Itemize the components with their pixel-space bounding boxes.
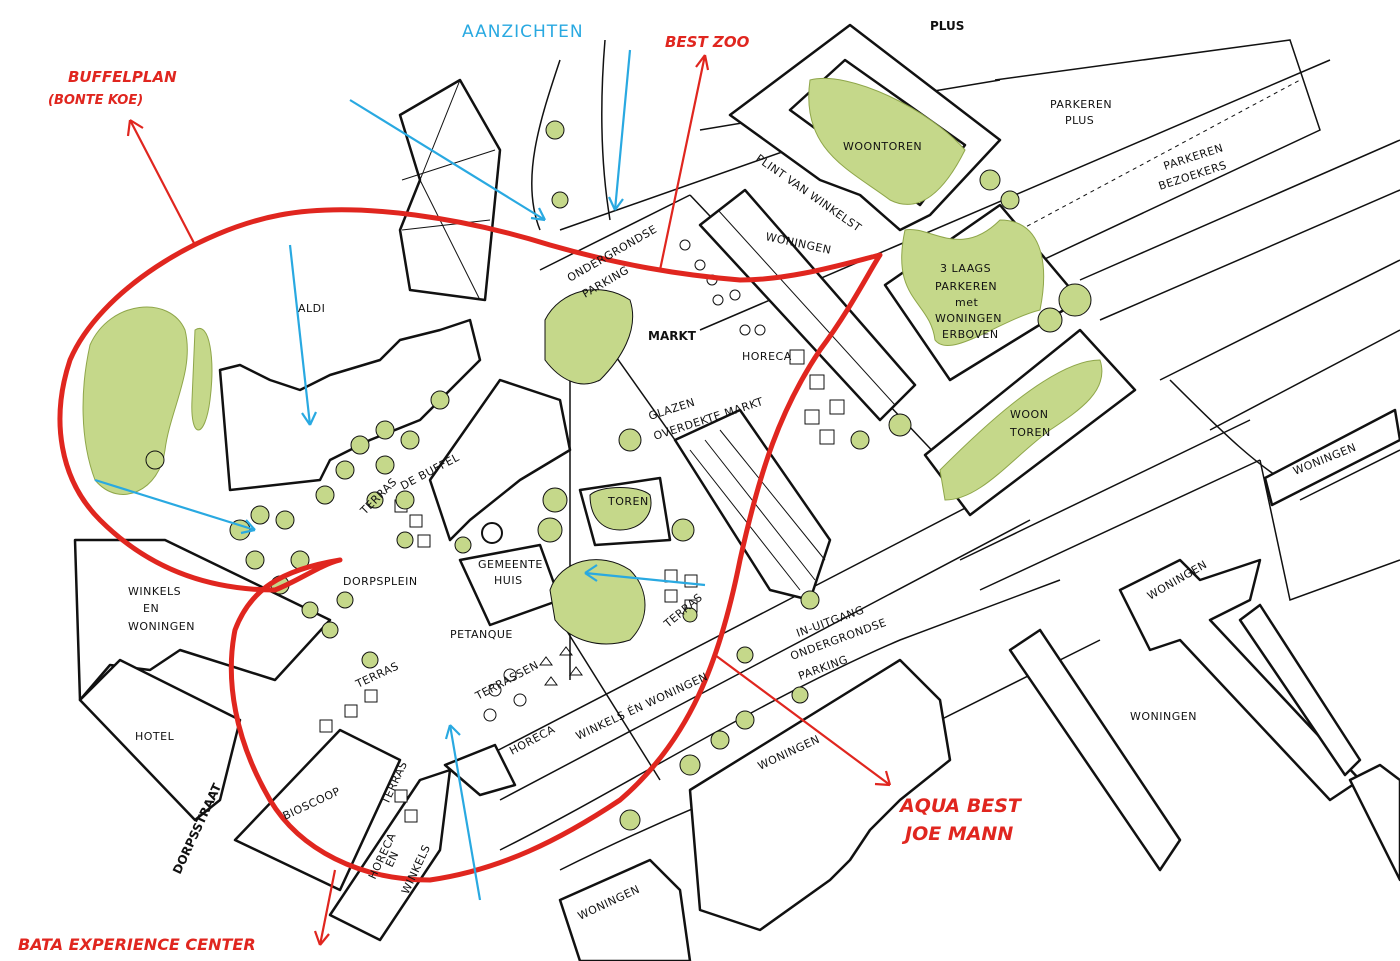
winkels-label-1: WINKELS: [128, 585, 181, 598]
parkeren-plus-label-2: PLUS: [1065, 114, 1094, 127]
woon-toren-label-1: WOON: [1010, 408, 1048, 421]
greenery: [82, 78, 1103, 831]
parkeren3-label-3: met: [955, 296, 978, 309]
parkeren3-label-5: ERBOVEN: [942, 328, 999, 341]
horeca-top-label: HORECA: [742, 350, 792, 363]
joe-mann-label: JOE MANN: [901, 823, 1013, 845]
winkels-label-2: EN: [143, 602, 159, 615]
buffelplan-label: BUFFELPLAN: [68, 68, 177, 86]
winkels-en-woningen-label: WINKELS ÉN WONINGEN: [574, 670, 710, 743]
aldi-label: ALDI: [298, 302, 325, 315]
parkeren3-label-1: 3 LAAGS: [940, 262, 991, 275]
hotel-label: HOTEL: [135, 730, 175, 743]
gemeente-label-1: GEMEENTE: [478, 558, 543, 571]
parkeren3-label-4: WONINGEN: [935, 312, 1002, 325]
woningen-far-label: WONINGEN: [1130, 710, 1197, 723]
toren-label: TOREN: [607, 495, 649, 508]
markt-label: MARKT: [648, 329, 697, 343]
winkels-label-3: WONINGEN: [128, 620, 195, 633]
aanzichten-label: AANZICHTEN: [462, 22, 584, 42]
title-labels: AANZICHTEN PLUS: [462, 19, 964, 42]
woon-toren-label-2: TOREN: [1009, 426, 1051, 439]
petanque-label: PETANQUE: [450, 628, 513, 641]
parkeren-plus-label-1: PARKEREN: [1050, 98, 1112, 111]
aqua-best-label: AQUA BEST: [898, 795, 1023, 817]
horeca-bottom-label: HORECA: [507, 723, 557, 758]
woontoren-label: WOONTOREN: [843, 140, 922, 153]
dorpsplein-label: DORPSPLEIN: [343, 575, 418, 588]
walking-route: [57, 207, 883, 883]
view-arrows: [94, 49, 706, 901]
terras-label-1: TERRAS: [357, 475, 399, 517]
plus-label: PLUS: [930, 19, 964, 33]
terrassen-label: TERRASSEN: [472, 658, 541, 703]
destination-arrows: [126, 54, 892, 946]
gemeente-label-2: HUIS: [494, 574, 523, 587]
horeca-winkels-label-2: EN: [383, 849, 402, 869]
best-zoo-label: BEST ZOO: [665, 33, 750, 51]
buffelplan-sub-label: (BONTE KOE): [48, 93, 143, 108]
destination-labels: BUFFELPLAN (BONTE KOE) BEST ZOO AQUA BES…: [18, 33, 1023, 954]
parkeren3-label-2: PARKEREN: [935, 280, 997, 293]
bata-label: BATA EXPERIENCE CENTER: [18, 935, 256, 954]
